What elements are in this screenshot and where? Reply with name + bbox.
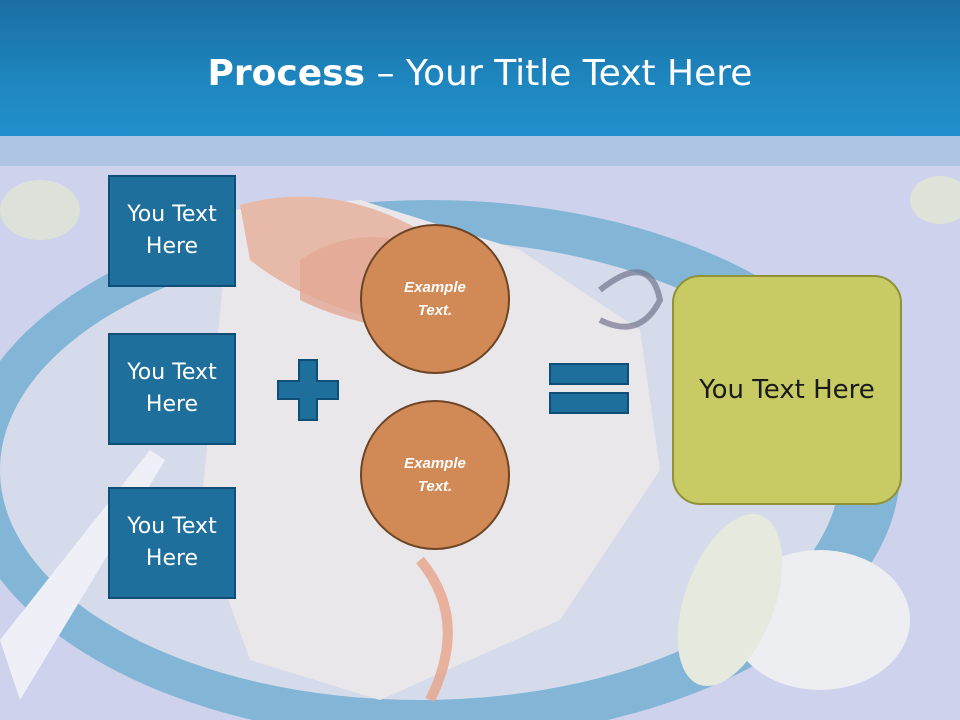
- title-bold: Process: [207, 53, 366, 94]
- result-box[interactable]: You Text Here: [672, 275, 902, 505]
- example-circle-1[interactable]: Example Text.: [360, 224, 510, 374]
- input-box-3[interactable]: You Text Here: [108, 487, 236, 599]
- title-rest: – Your Title Text Here: [365, 53, 753, 94]
- input-box-label: You Text Here: [127, 514, 217, 571]
- input-box-label: You Text Here: [127, 202, 217, 259]
- result-label: You Text Here: [699, 375, 875, 405]
- example-label: Example Text.: [404, 279, 466, 319]
- equals-icon: [549, 363, 629, 414]
- plus-icon: [277, 359, 339, 421]
- slide-title: Process – Your Title Text Here: [0, 52, 960, 96]
- input-box-label: You Text Here: [127, 360, 217, 417]
- input-box-1[interactable]: You Text Here: [108, 175, 236, 287]
- header-strip: [0, 136, 960, 166]
- example-circle-2[interactable]: Example Text.: [360, 400, 510, 550]
- example-label: Example Text.: [404, 455, 466, 495]
- title-bar: Process – Your Title Text Here: [0, 0, 960, 136]
- input-box-2[interactable]: You Text Here: [108, 333, 236, 445]
